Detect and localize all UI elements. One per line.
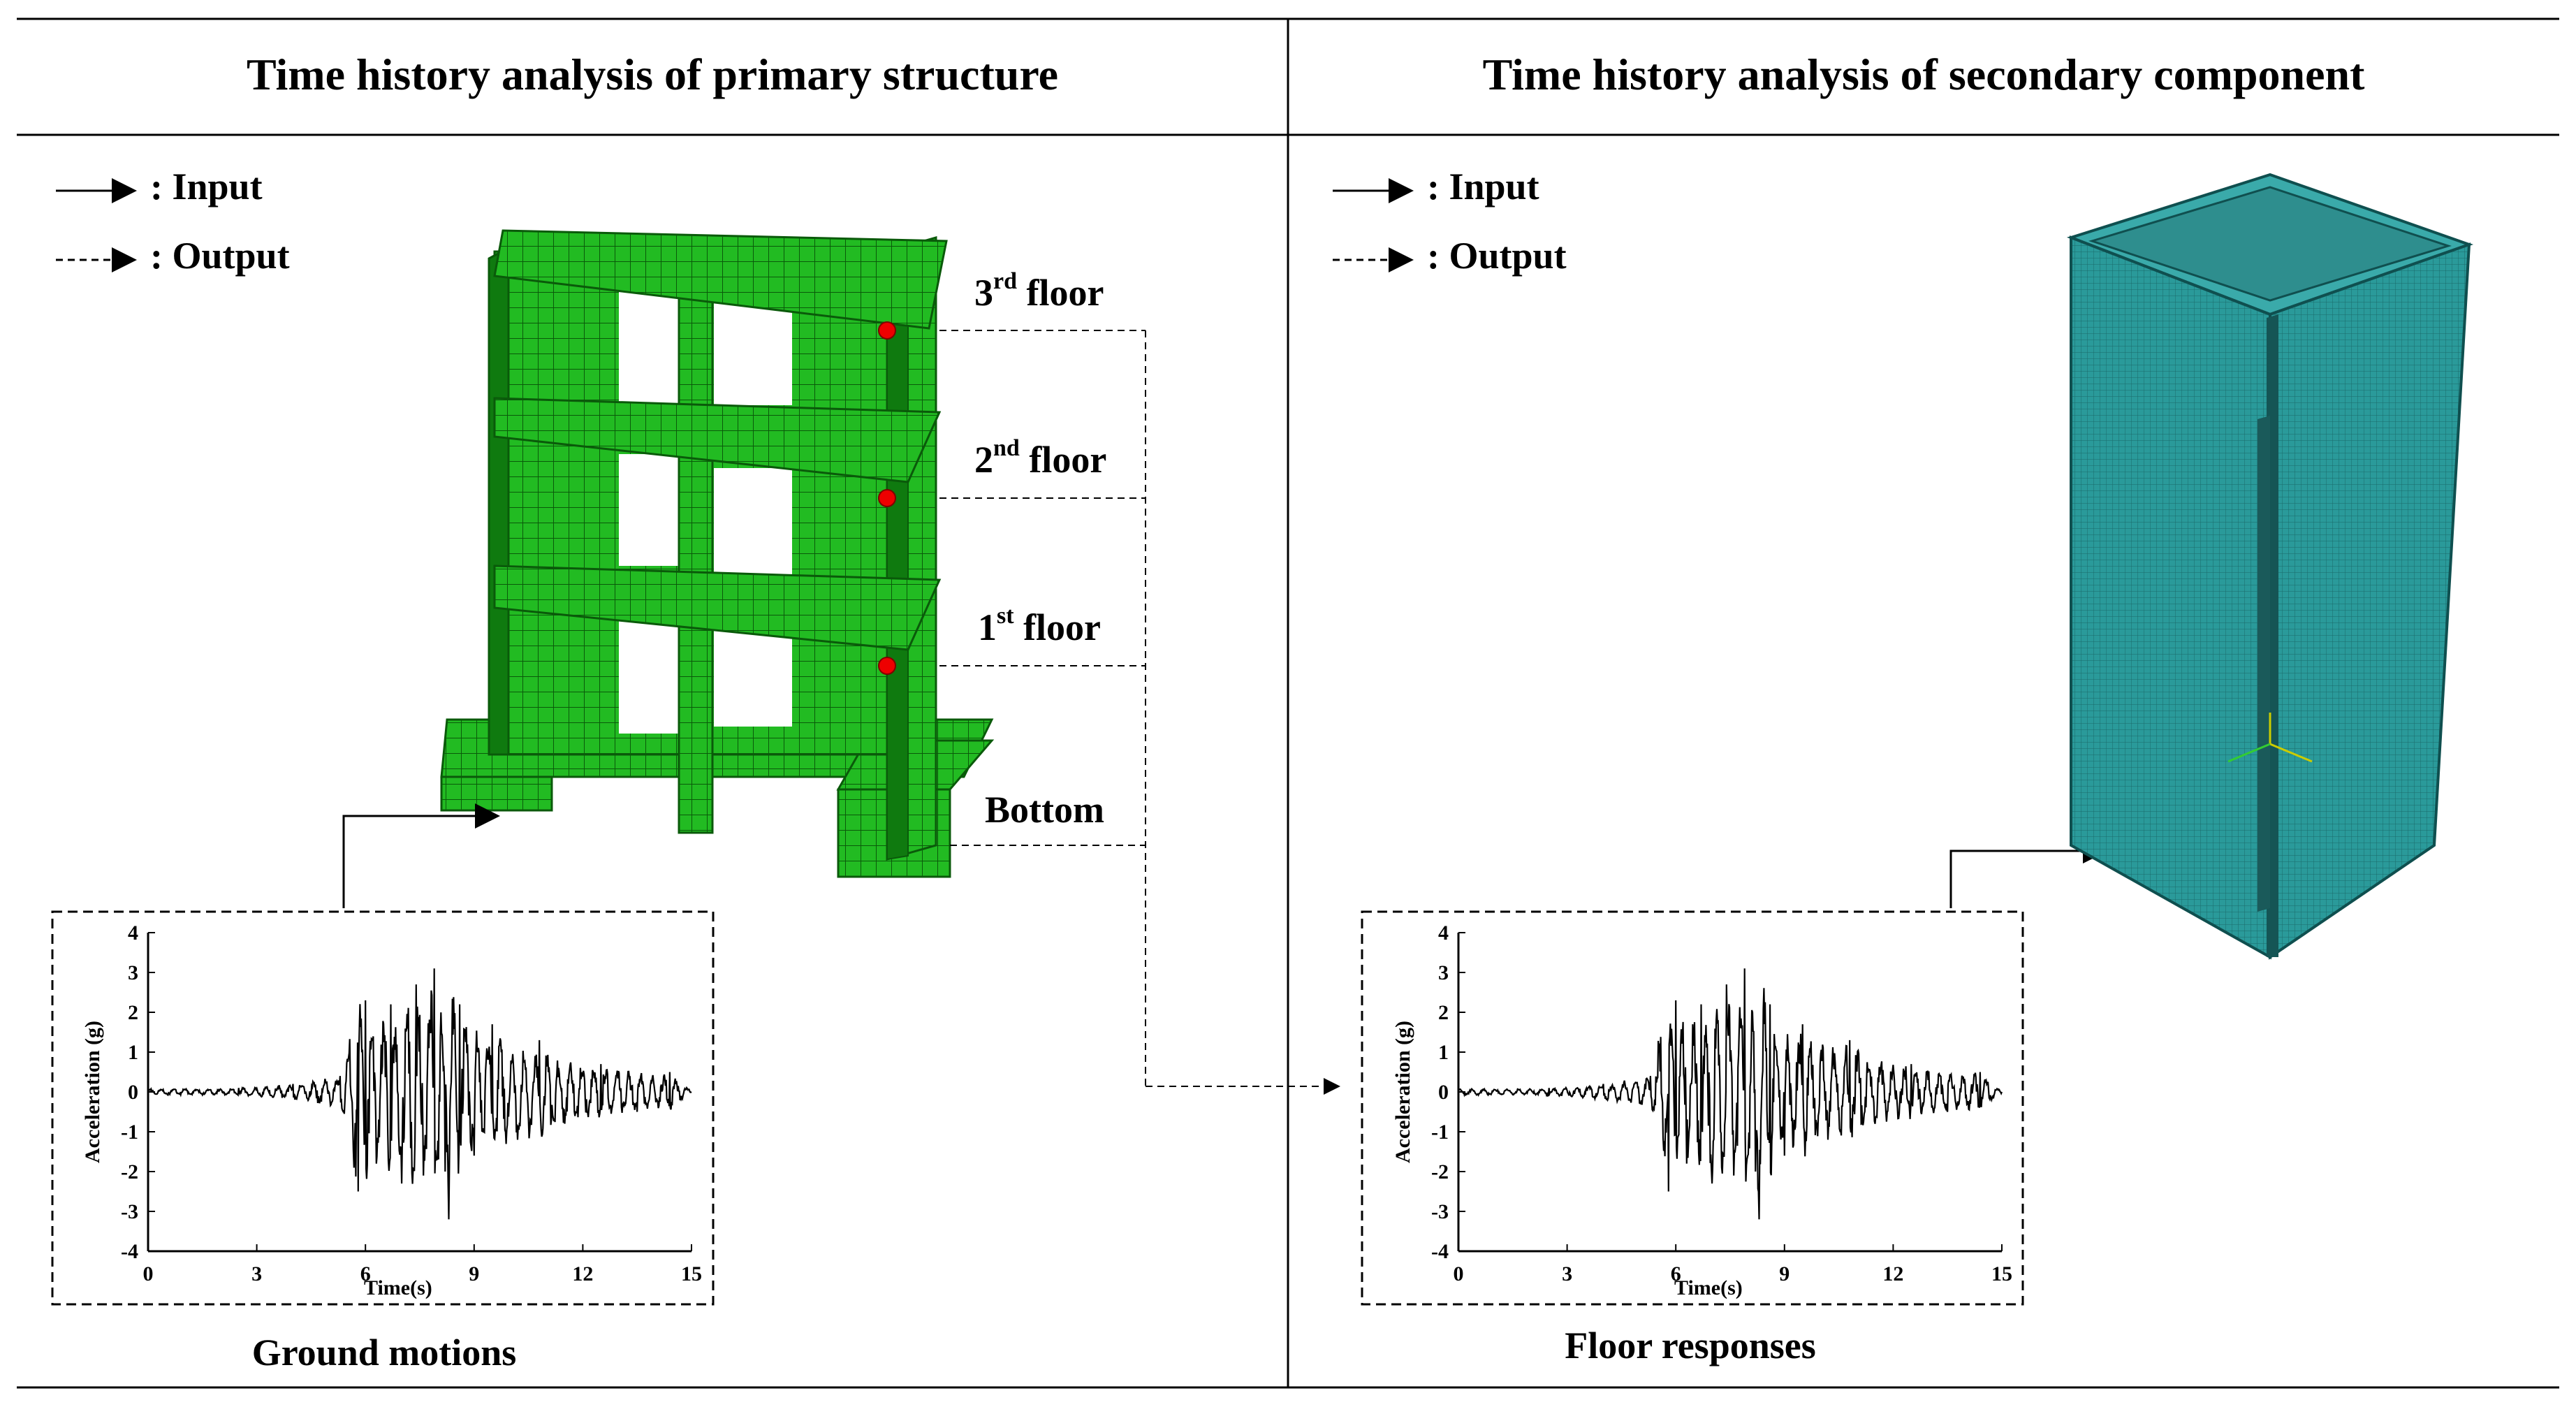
caption-floor-responses: Floor responses	[1565, 1325, 1816, 1366]
ground-motion-frame	[51, 910, 715, 1306]
y-tick-label: -4	[121, 1240, 138, 1263]
acceleration-series-line	[1457, 968, 2003, 1220]
y-tick-label: 4	[128, 921, 138, 945]
ground-input-arrow	[342, 803, 500, 908]
label-bottom: Bottom	[985, 789, 1104, 831]
x-tick-label: 3	[251, 1262, 262, 1285]
secondary-component-model	[2066, 173, 2474, 960]
floor-input-arrow	[1949, 838, 2108, 908]
x-tick-label: 0	[1454, 1262, 1464, 1285]
x-tick-label: 15	[1991, 1262, 2012, 1285]
legend-input-left: : Input	[150, 166, 263, 207]
third-floor-marker	[878, 321, 896, 340]
label-second-floor: 2nd floor	[974, 435, 1107, 481]
y-axis-label: Acceleration (g)	[1391, 1021, 1414, 1163]
y-tick-label: 2	[128, 1001, 138, 1024]
legend-input-right: : Input	[1427, 166, 1539, 207]
y-tick-label: 2	[1438, 1001, 1449, 1024]
x-axis-label: Time(s)	[1674, 1276, 1743, 1299]
y-axis-label: Acceleration (g)	[81, 1021, 104, 1163]
label-first-floor: 1st floor	[978, 603, 1102, 648]
label-third-floor: 3rd floor	[974, 268, 1104, 314]
second-floor-marker	[878, 489, 896, 507]
primary-structure-model	[440, 229, 995, 878]
header-left: Time history analysis of primary structu…	[247, 50, 1058, 99]
x-tick-label: 9	[469, 1262, 479, 1285]
first-floor-marker	[878, 657, 896, 675]
y-tick-label: -3	[121, 1200, 138, 1223]
y-tick-label: 1	[128, 1041, 138, 1064]
x-tick-label: 6	[1671, 1262, 1681, 1285]
x-axis-label: Time(s)	[364, 1276, 432, 1299]
header-right: Time history analysis of secondary compo…	[1482, 50, 2365, 99]
y-tick-label: -2	[1431, 1160, 1449, 1183]
floor-leader-lines	[939, 330, 1340, 1095]
x-tick-label: 15	[681, 1262, 702, 1285]
y-tick-label: 1	[1438, 1041, 1449, 1064]
y-tick-label: -1	[1431, 1121, 1449, 1144]
y-tick-label: -3	[1431, 1200, 1449, 1223]
caption-ground-motions: Ground motions	[251, 1332, 517, 1373]
y-tick-label: 3	[128, 961, 138, 984]
y-tick-label: -1	[121, 1121, 138, 1144]
legend-output-left: : Output	[150, 235, 290, 277]
y-tick-label: -2	[121, 1160, 138, 1183]
y-tick-label: 4	[1438, 921, 1449, 945]
legend-output-right: : Output	[1427, 235, 1567, 277]
x-tick-label: 12	[572, 1262, 593, 1285]
floor-response-frame	[1361, 910, 2024, 1306]
acceleration-series-line	[147, 968, 692, 1220]
y-tick-label: 0	[128, 1081, 138, 1104]
y-tick-label: 0	[1438, 1081, 1449, 1104]
y-tick-label: 3	[1438, 961, 1449, 984]
y-tick-label: -4	[1431, 1240, 1449, 1263]
x-tick-label: 9	[1779, 1262, 1790, 1285]
x-tick-label: 12	[1882, 1262, 1903, 1285]
x-tick-label: 3	[1562, 1262, 1572, 1285]
x-tick-label: 6	[360, 1262, 371, 1285]
x-tick-label: 0	[143, 1262, 154, 1285]
